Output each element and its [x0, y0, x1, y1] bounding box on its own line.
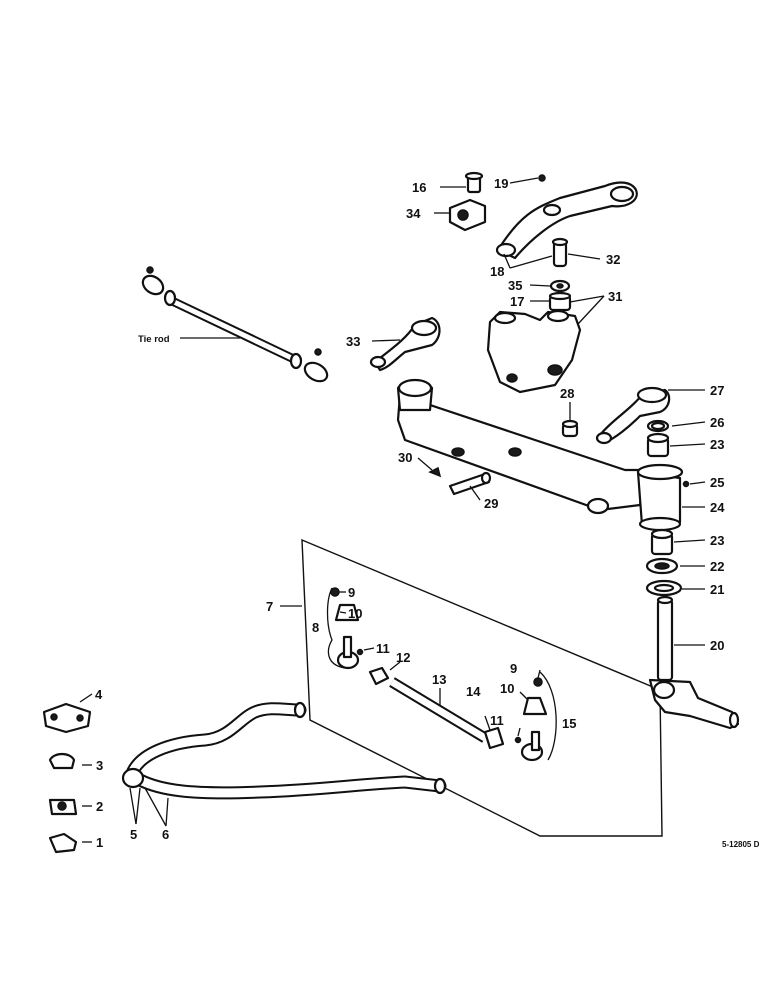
label-5: 5: [130, 827, 137, 842]
label-24: 24: [710, 500, 725, 515]
front-axle-beam: [396, 378, 684, 532]
label-11a: 11: [376, 641, 390, 656]
tie-rod-assembly: [141, 266, 329, 383]
label-7: 7: [266, 599, 273, 614]
label-27: 27: [710, 383, 724, 398]
label-4: 4: [95, 687, 103, 702]
clamp-block: [448, 171, 487, 232]
label-17: 17: [510, 294, 524, 309]
kit-outline: [301, 538, 663, 837]
drawing-number: 5-12805 D: [722, 840, 760, 849]
label-31: 31: [608, 289, 622, 304]
steering-bracket: [486, 309, 582, 394]
bow-drag-link: [121, 701, 447, 800]
label-23a: 23: [710, 437, 724, 452]
label-tie-rod: Tie rod: [138, 334, 170, 345]
label-23b: 23: [710, 533, 724, 548]
label-9b: 9: [510, 661, 517, 676]
label-15: 15: [562, 716, 576, 731]
label-1: 1: [96, 835, 103, 850]
label-10b: 10: [500, 681, 514, 696]
label-13: 13: [432, 672, 446, 687]
label-26: 26: [710, 415, 724, 430]
label-14: 14: [466, 684, 481, 699]
label-29: 29: [484, 496, 498, 511]
label-12: 12: [396, 650, 410, 665]
label-19: 19: [494, 176, 508, 191]
label-33: 33: [346, 334, 360, 349]
label-9a: 9: [348, 585, 355, 600]
label-2: 2: [96, 799, 103, 814]
leader-lines: [79, 177, 706, 843]
spindle-assembly: [645, 528, 740, 730]
steering-arm-27: [595, 386, 690, 488]
label-10a: 10: [348, 606, 362, 621]
pin-stack: [548, 237, 572, 312]
label-30: 30: [398, 450, 412, 465]
label-11b: 11: [490, 713, 504, 728]
label-28: 28: [560, 386, 574, 401]
label-3: 3: [96, 758, 103, 773]
label-32: 32: [606, 252, 620, 267]
label-20: 20: [710, 638, 724, 653]
label-34: 34: [406, 206, 421, 221]
label-18: 18: [490, 264, 504, 279]
steering-arm-upper: [495, 174, 638, 260]
clip-parts: [42, 702, 92, 854]
callout-labels: 16 34 19 18 32 35 17 31 33 Tie rod 28 27…: [95, 176, 760, 850]
label-6: 6: [162, 827, 169, 842]
label-16: 16: [412, 180, 426, 195]
label-8: 8: [312, 620, 319, 635]
label-22: 22: [710, 559, 724, 574]
label-25: 25: [710, 475, 724, 490]
steering-arm-33: [369, 316, 441, 372]
label-21: 21: [710, 582, 724, 597]
misc-axle-hardware: [428, 419, 579, 496]
label-35: 35: [508, 278, 522, 293]
